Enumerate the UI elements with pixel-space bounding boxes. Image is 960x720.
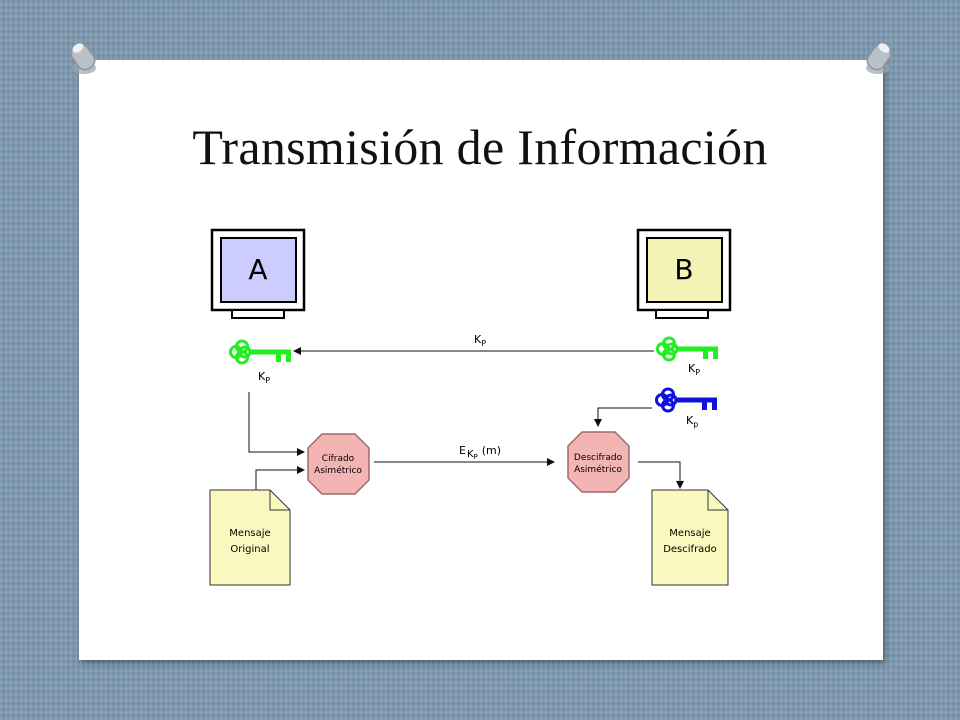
original-message-document: Mensaje Original: [209, 489, 291, 586]
original-message-line2: Original: [230, 544, 269, 555]
key-label-transfer: KP: [474, 333, 486, 348]
slide-title: Transmisión de Información: [192, 119, 768, 175]
decrypt-line2: Asimétrico: [574, 464, 622, 475]
computer-b-label: B: [674, 253, 693, 286]
encrypt-process: Cifrado Asimétrico: [307, 433, 370, 495]
original-message-line1: Mensaje: [229, 528, 270, 539]
message-to-encrypt-arrow: [255, 466, 305, 490]
computer-b: B: [636, 228, 732, 319]
pushpin-left-icon: [70, 43, 96, 74]
key-label-b-public: KP: [688, 362, 700, 377]
computer-a-label: A: [248, 253, 267, 286]
computer-b-screen: [646, 237, 723, 303]
ciphertext-label: EKP(m): [459, 444, 501, 461]
decrypted-message-document: Mensaje Descifrado: [651, 489, 729, 586]
decrypt-process: Descifrado Asimétrico: [567, 431, 630, 493]
encrypt-line1: Cifrado: [322, 454, 355, 464]
key-label-b-private: Kp: [686, 414, 698, 429]
pushpin-right-icon: [866, 43, 892, 74]
computer-a: A: [210, 228, 306, 319]
decrypt-to-message-arrow: [638, 461, 684, 489]
decrypt-line1: Descifrado: [574, 453, 623, 463]
decrypted-message-line2: Descifrado: [663, 544, 717, 555]
private-key-to-decrypt-arrow: [594, 407, 652, 427]
key-a-to-encrypt-arrow: [248, 392, 305, 456]
decrypted-message-line1: Mensaje: [669, 528, 710, 539]
computer-a-screen: [220, 237, 297, 303]
key-label-a: KP: [258, 370, 270, 385]
encrypt-line2: Asimétrico: [314, 465, 362, 476]
